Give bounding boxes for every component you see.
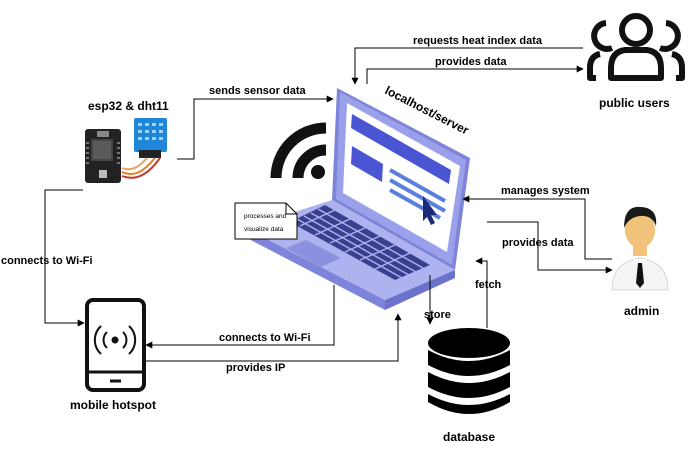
label-sends-sensor-data: sends sensor data xyxy=(209,85,306,97)
database-label: database xyxy=(443,430,495,444)
label-connects-wifi-server: connects to Wi-Fi xyxy=(219,332,311,344)
public-users-label: public users xyxy=(599,96,670,110)
esp32-label: esp32 & dht11 xyxy=(88,99,169,113)
edge-provides-data-admin xyxy=(487,221,613,274)
note-text-line2: visualize data xyxy=(244,226,284,233)
wifi-icon xyxy=(270,122,327,179)
edge-provides-ip xyxy=(146,313,402,362)
edge-fetch xyxy=(475,257,488,328)
database-icon xyxy=(428,328,510,414)
edge-connects-wifi-esp xyxy=(44,189,85,327)
label-provides-data-users: provides data xyxy=(435,56,507,68)
mobile-hotspot-icon xyxy=(85,298,146,392)
label-provides-ip: provides IP xyxy=(226,362,285,374)
label-connects-wifi-esp: connects to Wi-Fi xyxy=(1,255,93,267)
label-requests-heat-index: requests heat index data xyxy=(413,35,543,47)
edge-sends-sensor-data xyxy=(177,95,334,160)
admin-label: admin xyxy=(624,304,659,318)
label-manages-system: manages system xyxy=(501,185,590,197)
edge-provides-data-users xyxy=(366,65,584,84)
hotspot-label: mobile hotspot xyxy=(70,398,156,412)
edge-connects-wifi-server xyxy=(145,285,335,349)
laptop-server-icon xyxy=(243,88,470,310)
admin-icon xyxy=(611,206,669,291)
label-provides-data-admin: provides data xyxy=(502,237,574,249)
edge-manages-system xyxy=(462,195,612,260)
note-text-line1: processes and xyxy=(244,213,287,220)
edge-requests-heat-index xyxy=(351,47,583,85)
label-fetch: fetch xyxy=(475,279,502,291)
note-box: processes and visualize data xyxy=(234,202,298,240)
esp32-dht11-icon xyxy=(85,118,167,183)
label-store: store xyxy=(424,309,451,321)
users-icon xyxy=(587,13,685,81)
